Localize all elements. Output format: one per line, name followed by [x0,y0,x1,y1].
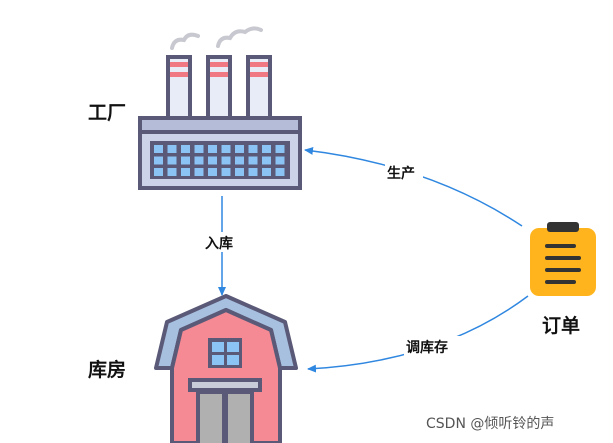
smoke-icon [216,26,263,48]
clipboard-icon [530,222,596,296]
factory-window [221,145,231,153]
factory-window [275,156,285,165]
factory-icon [138,26,302,190]
smoke-icon [170,32,200,50]
factory-window [154,168,163,176]
factory-window [167,168,177,176]
factory-window [235,145,244,153]
factory-window [167,145,177,153]
factory-window [154,145,163,153]
edge-label-bg [385,162,423,182]
warehouse-icon [154,294,298,443]
barn-door [188,378,262,443]
factory-window [235,168,244,176]
barn-window [208,338,242,368]
factory-window [248,168,258,176]
node-label-warehouse: 库房 [88,358,126,381]
factory-window [262,145,271,153]
factory-window [235,156,244,165]
factory-window [262,156,271,165]
arrow-produce [304,146,523,227]
factory-window [275,168,285,176]
chimney [246,55,272,125]
watermark: CSDN @倾听铃的声 [426,416,554,432]
chimney [166,55,192,125]
factory-window [194,156,204,165]
factory-window [167,156,177,165]
factory-window [208,156,217,165]
factory-window [181,145,190,153]
factory-window [275,145,285,153]
node-label-factory: 工厂 [88,102,126,124]
factory-windows [154,145,285,176]
factory-window [194,168,204,176]
edge-label-stock-in: 入库 [205,235,233,252]
factory-window [208,145,217,153]
arrow-transfer [307,295,529,373]
factory-window [221,168,231,176]
factory-window [248,145,258,153]
node-label-order: 订单 [542,314,580,337]
edge-label-produce: 生产 [387,165,415,182]
edge-label-bg [404,336,462,356]
edge-label-transfer: 调库存 [406,339,448,356]
factory-window [181,156,190,165]
chimney [206,55,232,125]
factory-window [262,168,271,176]
factory-window [154,156,163,165]
factory-roof [138,116,302,134]
factory-window [248,156,258,165]
edge-label-bg [202,232,242,252]
factory-window [208,168,217,176]
factory-window [181,168,190,176]
factory-window [194,145,204,153]
factory-window [221,156,231,165]
